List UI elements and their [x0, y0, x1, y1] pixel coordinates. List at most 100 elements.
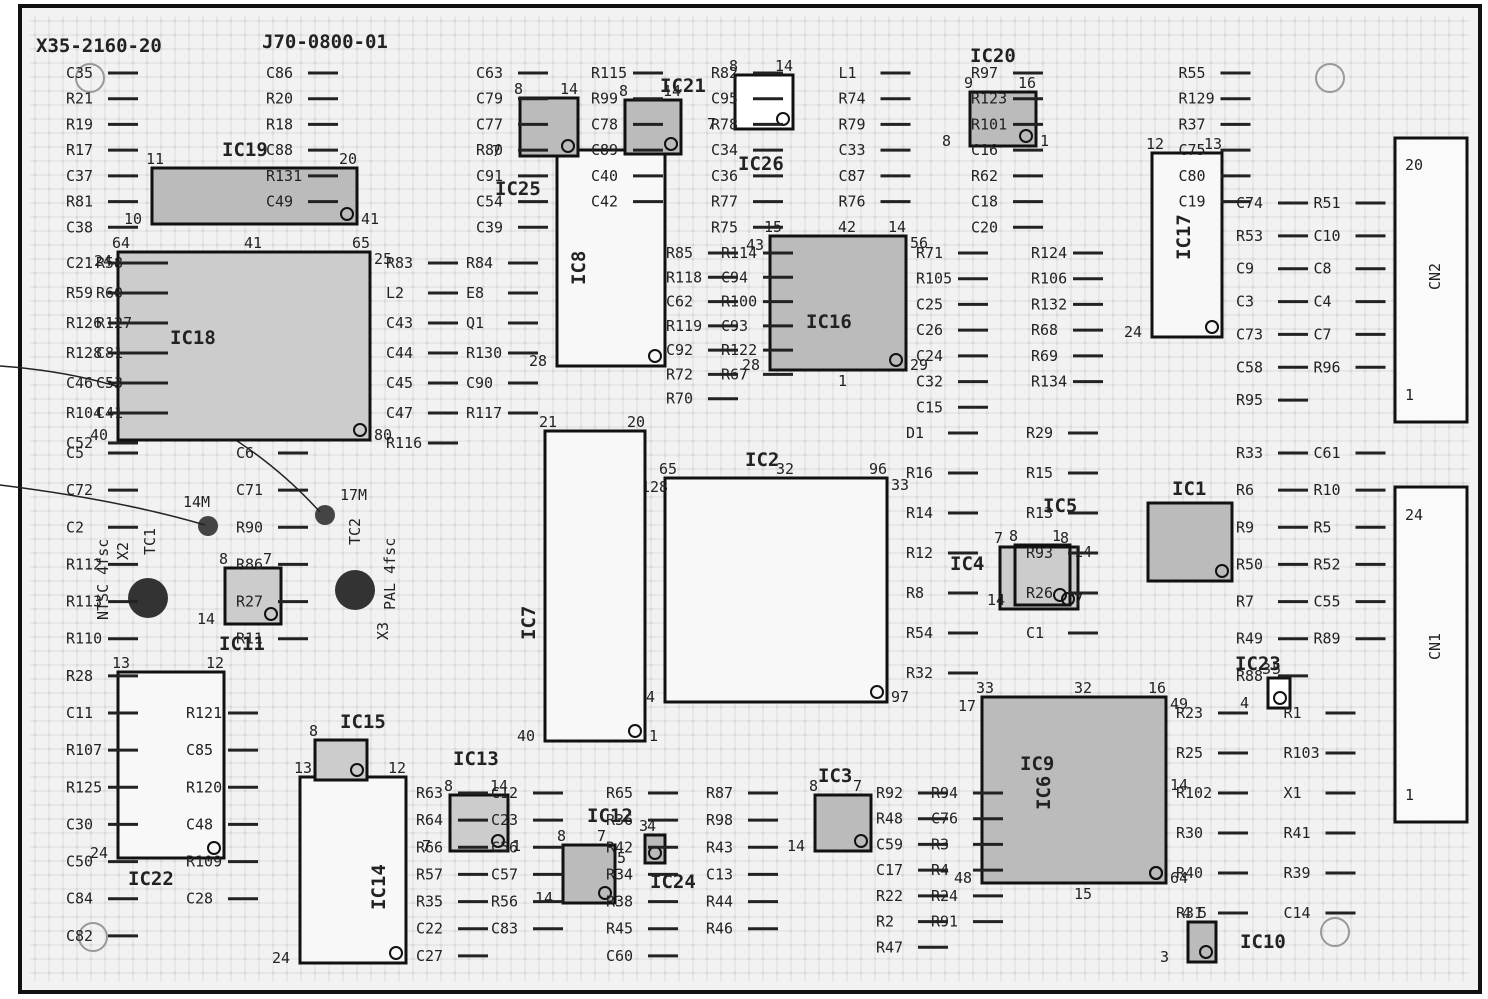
test-point-14m[interactable] — [198, 516, 218, 536]
component-r89[interactable]: R89 — [1314, 630, 1386, 648]
component-c61[interactable]: C61 — [1314, 444, 1386, 462]
component-r46[interactable]: R46 — [706, 920, 778, 938]
component-c38[interactable]: C38 — [66, 218, 138, 236]
component-c33[interactable]: C33 — [839, 141, 911, 159]
component-c20[interactable]: C20 — [971, 218, 1043, 236]
component-c10[interactable]: C10 — [1314, 227, 1386, 245]
component-r103[interactable]: R103 — [1284, 744, 1356, 762]
component-c17[interactable]: C17 — [876, 861, 948, 879]
component-c72[interactable]: C72 — [66, 481, 138, 499]
component-r71[interactable]: R71 — [916, 244, 988, 262]
component-r45[interactable]: R45 — [606, 920, 678, 938]
component-r69[interactable]: R69 — [1031, 347, 1103, 365]
component-r38[interactable]: R38 — [606, 893, 678, 911]
component-c47[interactable]: C47 — [386, 404, 458, 422]
component-r130[interactable]: R130 — [466, 344, 538, 362]
component-c82[interactable]: C82 — [66, 927, 138, 945]
component-r60[interactable]: R60 — [96, 284, 168, 302]
component-r104[interactable]: R104 — [66, 404, 138, 422]
component-r100[interactable]: R100 — [721, 293, 793, 311]
component-r51[interactable]: R51 — [1314, 194, 1386, 212]
component-r57[interactable]: R57 — [416, 865, 488, 883]
component-r11[interactable]: R11 — [236, 630, 308, 648]
component-r132[interactable]: R132 — [1031, 295, 1103, 313]
component-c36[interactable]: C36 — [711, 167, 783, 185]
component-c6[interactable]: C6 — [236, 444, 308, 462]
component-r86[interactable]: R86 — [236, 555, 308, 573]
component-c85[interactable]: C85 — [186, 741, 258, 759]
component-r115[interactable]: R115 — [591, 64, 663, 82]
component-r47[interactable]: R47 — [876, 938, 948, 956]
component-r52[interactable]: R52 — [1314, 555, 1386, 573]
component-r67[interactable]: R67 — [721, 365, 793, 383]
component-r78[interactable]: R78 — [711, 115, 783, 133]
component-r7[interactable]: R7 — [1236, 593, 1308, 611]
component-r116[interactable]: R116 — [386, 434, 458, 452]
component-r33[interactable]: R33 — [1236, 444, 1308, 462]
component-r62[interactable]: R62 — [971, 167, 1043, 185]
component-r117[interactable]: R117 — [466, 404, 538, 422]
component-c25[interactable]: C25 — [916, 295, 988, 313]
component-r112[interactable]: R112 — [66, 555, 138, 573]
component-c14[interactable]: C14 — [1284, 904, 1356, 922]
trimmer-tc1-disc[interactable] — [128, 578, 168, 618]
component-r94[interactable]: R94 — [931, 784, 1003, 802]
component-c87[interactable]: C87 — [839, 167, 911, 185]
component-r74[interactable]: R74 — [839, 90, 911, 108]
ic-ic2[interactable]: IC2659664973312832 — [637, 449, 909, 706]
component-r40[interactable]: R40 — [1176, 864, 1248, 882]
component-r28[interactable]: R28 — [66, 667, 138, 685]
component-r23[interactable]: R23 — [1176, 704, 1248, 722]
component-r34[interactable]: R34 — [606, 865, 678, 883]
component-e8[interactable]: E8 — [466, 284, 538, 302]
component-c59[interactable]: C59 — [876, 835, 948, 853]
component-r59[interactable]: R59 — [66, 284, 138, 302]
component-c42[interactable]: C42 — [591, 193, 663, 211]
component-r2[interactable]: R2 — [876, 913, 948, 931]
component-r36[interactable]: R36 — [606, 811, 678, 829]
component-c27[interactable]: C27 — [416, 947, 488, 965]
component-c4[interactable]: C4 — [1314, 293, 1386, 311]
component-r32[interactable]: R32 — [906, 664, 978, 682]
component-r21[interactable]: R21 — [66, 90, 138, 108]
component-r50[interactable]: R50 — [1236, 555, 1308, 573]
component-c92[interactable]: C92 — [666, 341, 738, 359]
component-r15[interactable]: R15 — [1026, 464, 1098, 482]
component-r65[interactable]: R65 — [606, 784, 678, 802]
component-r106[interactable]: R106 — [1031, 270, 1103, 288]
component-c88[interactable]: C88 — [266, 141, 338, 159]
component-c19[interactable]: C19 — [1179, 193, 1251, 211]
component-r20[interactable]: R20 — [266, 90, 338, 108]
component-c40[interactable]: C40 — [591, 167, 663, 185]
component-c50[interactable]: C50 — [66, 853, 138, 871]
component-r120[interactable]: R120 — [186, 778, 258, 796]
component-r35[interactable]: R35 — [416, 893, 488, 911]
component-c76[interactable]: C76 — [931, 810, 1003, 828]
component-c56[interactable]: C56 — [491, 838, 563, 856]
component-r42[interactable]: R42 — [606, 838, 678, 856]
component-c90[interactable]: C90 — [466, 374, 538, 392]
component-r102[interactable]: R102 — [1176, 784, 1248, 802]
component-c34[interactable]: C34 — [711, 141, 783, 159]
component-r77[interactable]: R77 — [711, 193, 783, 211]
component-r26[interactable]: R26 — [1026, 584, 1098, 602]
component-r125[interactable]: R125 — [66, 778, 138, 796]
component-r14[interactable]: R14 — [906, 504, 978, 522]
component-r87[interactable]: R87 — [706, 784, 778, 802]
component-c63[interactable]: C63 — [476, 64, 548, 82]
component-r82[interactable]: R82 — [711, 64, 783, 82]
component-r105[interactable]: R105 — [916, 270, 988, 288]
component-c28[interactable]: C28 — [186, 890, 258, 908]
component-r70[interactable]: R70 — [666, 390, 738, 408]
component-r17[interactable]: R17 — [66, 141, 138, 159]
component-r68[interactable]: R68 — [1031, 321, 1103, 339]
component-c43[interactable]: C43 — [386, 314, 458, 332]
component-r43[interactable]: R43 — [706, 838, 778, 856]
component-r56[interactable]: R56 — [491, 893, 563, 911]
